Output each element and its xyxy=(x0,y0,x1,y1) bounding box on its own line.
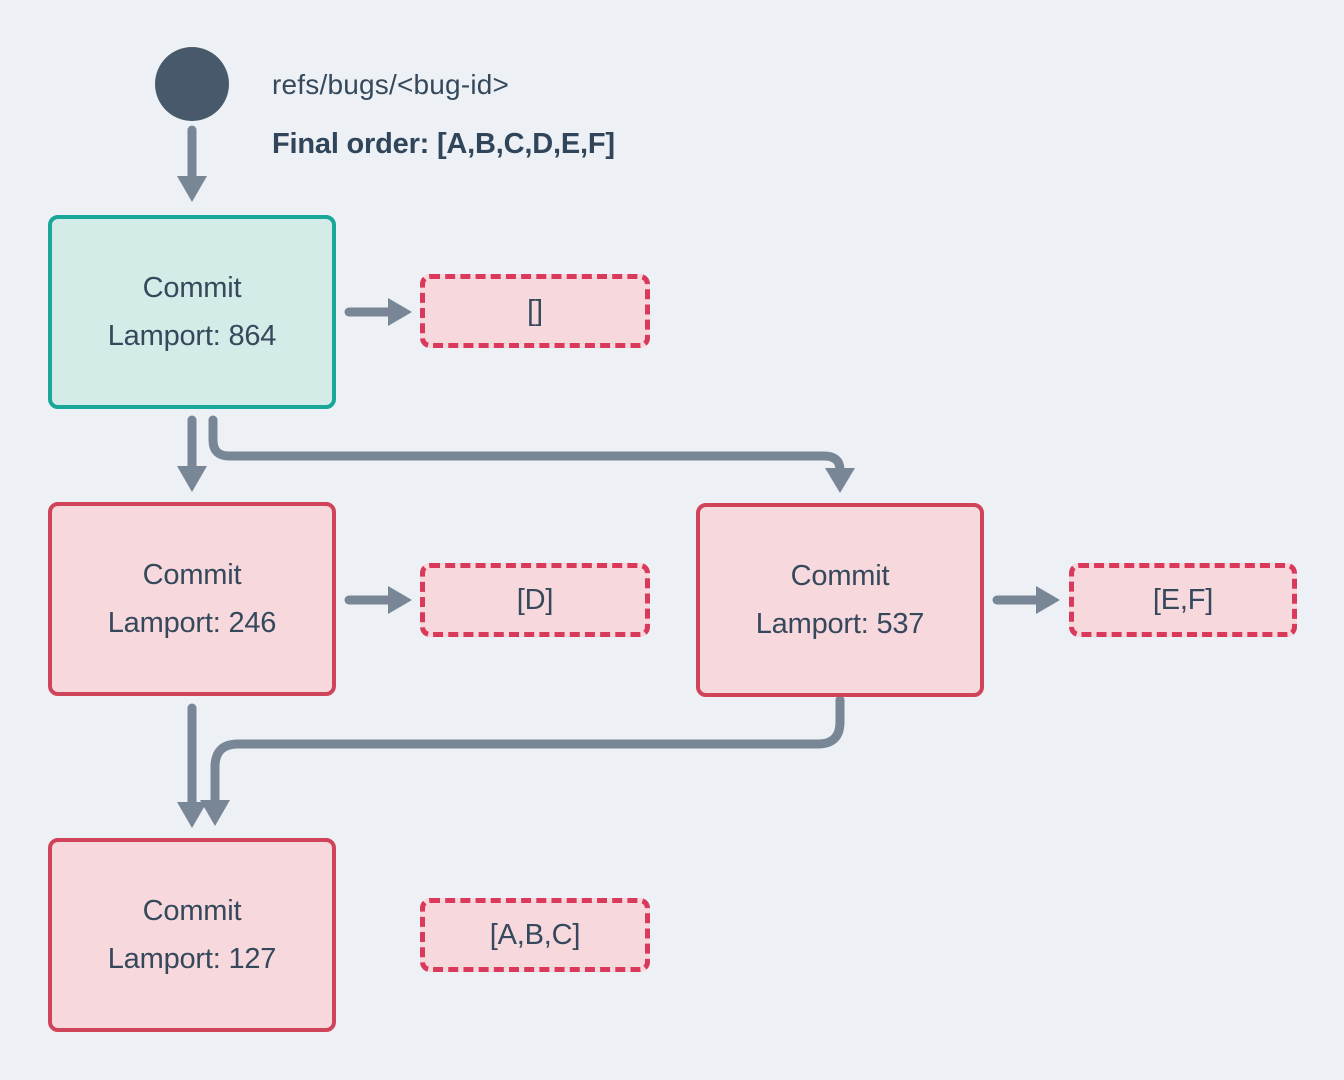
commit-node-864: Commit Lamport: 864 xyxy=(48,215,336,409)
payload-864: [] xyxy=(420,274,650,348)
ref-label: refs/bugs/<bug-id> xyxy=(272,69,510,100)
commit-246-title: Commit xyxy=(142,559,242,591)
commit-node-537: Commit Lamport: 537 xyxy=(696,503,984,697)
arrowhead-commit-864-to-commit-246 xyxy=(177,466,207,492)
commit-864-lamport: Lamport: 864 xyxy=(107,320,277,352)
arrowhead-ref-to-commit-864 xyxy=(177,176,207,202)
commit-246-lamport: Lamport: 246 xyxy=(107,607,277,639)
commit-127-lamport: Lamport: 127 xyxy=(107,943,277,975)
payload-537: [E,F] xyxy=(1069,563,1297,637)
arrowhead-commit-864-to-commit-537 xyxy=(825,468,855,493)
arrowhead-commit-864-to-payload xyxy=(388,298,412,326)
arrow-commit-537-to-commit-127 xyxy=(210,695,845,807)
arrowhead-commit-246-to-commit-127 xyxy=(177,802,207,828)
payload-246: [D] xyxy=(420,563,650,637)
payload-127: [A,B,C] xyxy=(420,898,650,972)
ref-head-circle xyxy=(155,47,229,121)
arrowhead-commit-246-to-payload xyxy=(388,586,412,614)
arrow-commit-864-to-commit-537 xyxy=(208,415,845,475)
commit-864-title: Commit xyxy=(142,272,242,304)
final-order-label: Final order: [A,B,C,D,E,F] xyxy=(272,128,615,160)
commit-127-title: Commit xyxy=(142,895,242,927)
commit-node-127: Commit Lamport: 127 xyxy=(48,838,336,1032)
arrowhead-commit-537-to-commit-127 xyxy=(200,800,230,826)
commit-node-246: Commit Lamport: 246 xyxy=(48,502,336,696)
arrowhead-commit-537-to-payload xyxy=(1036,586,1060,614)
commit-537-lamport: Lamport: 537 xyxy=(755,608,925,640)
commit-537-title: Commit xyxy=(790,560,890,592)
